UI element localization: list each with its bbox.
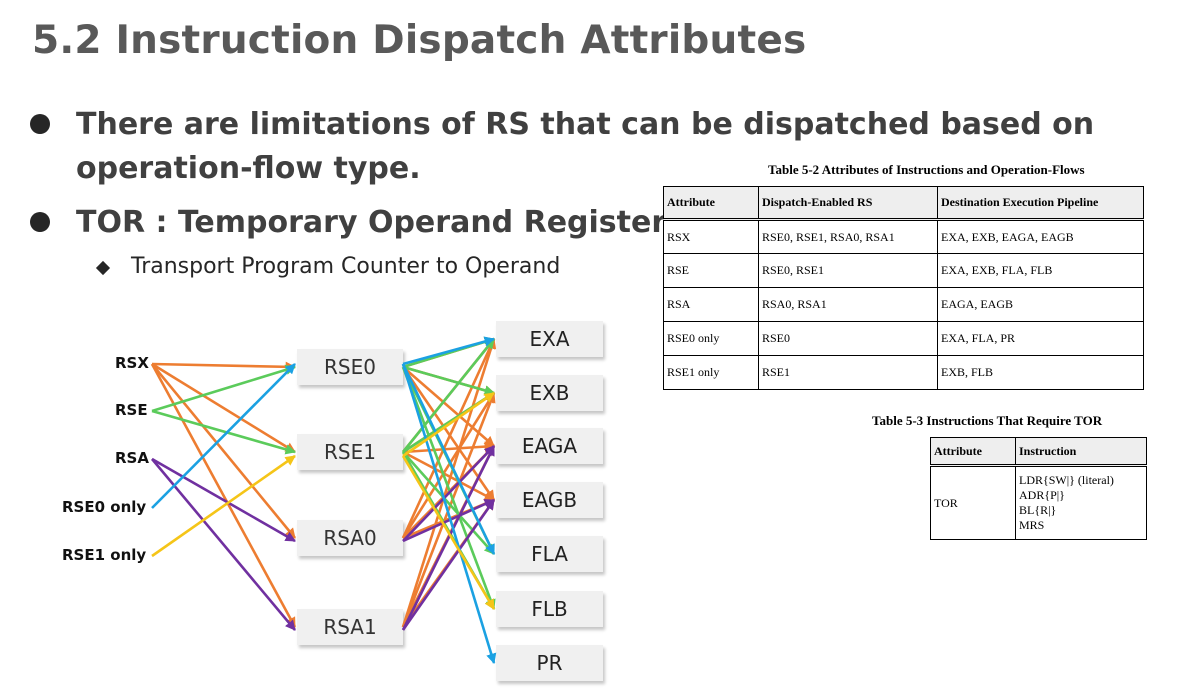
station-rsa1: RSA1: [297, 609, 403, 645]
arrow-rsx-to-rse0: [151, 361, 297, 373]
pipeline-fla: FLA: [496, 536, 603, 572]
table-cell: RSE0: [758, 321, 938, 356]
arrow-rse0-only-to-rse0: [151, 363, 296, 509]
table-cell: RSE1: [758, 355, 938, 390]
arrow-rse1-to-fla: [402, 451, 495, 555]
instruction-item: BL{R|}: [1019, 503, 1057, 517]
arrow-rsa0-to-eaga: [402, 445, 495, 542]
arrow-rse1-to-eagb: [402, 450, 495, 502]
arrow-rse0-to-exb: [402, 365, 495, 396]
table-cell: RSE0, RSE1, RSA0, RSA1: [758, 219, 938, 254]
pipeline-eaga: EAGA: [496, 428, 603, 464]
sub-bullet-transport-pc: Transport Program Counter to Operand: [95, 254, 561, 279]
page-title: 5.2 Instruction Dispatch Attributes: [32, 18, 807, 63]
table-header: Destination Execution Pipeline: [937, 186, 1144, 221]
table-header: Attribute: [663, 186, 759, 221]
table-row: RSA RSA0, RSA1 EAGA, EAGB: [663, 287, 1144, 322]
sub-bullet-text: Transport Program Counter to Operand: [131, 254, 561, 279]
table-cell: RSE: [663, 253, 759, 288]
arrow-rse1-to-flb: [401, 455, 496, 610]
arrow-rsa-to-rsa0: [151, 457, 296, 543]
bullet-text: TOR : Temporary Operand Register: [76, 205, 667, 240]
arrow-rsa1-to-eaga: [401, 445, 496, 631]
table-5-3-caption: Table 5-3 Instructions That Require TOR: [872, 413, 1103, 428]
table-row: RSX RSE0, RSE1, RSA0, RSA1 EXA, EXB, EAG…: [663, 219, 1144, 254]
table-cell: LDR{SW|} (literal) ADR{P|} BL{R|} MRS: [1015, 465, 1147, 540]
instruction-item: MRS: [1019, 518, 1045, 532]
bullet-tor: TOR : Temporary Operand Register: [30, 201, 667, 245]
pipeline-eagb: EAGB: [496, 482, 603, 518]
station-rsa0: RSA0: [297, 520, 403, 556]
source-rse: RSE: [115, 401, 148, 419]
table-cell: RSE0 only: [663, 321, 759, 356]
arrow-rse1-to-exb: [402, 391, 495, 458]
table-cell: RSA0, RSA1: [758, 287, 938, 322]
source-rsa: RSA: [115, 449, 149, 467]
source-rse0-only: RSE0 only: [62, 498, 147, 516]
arrow-rse0-to-exa: [402, 336, 496, 366]
pipeline-exb: EXB: [496, 375, 603, 411]
arrow-rsx-to-rsa1: [150, 363, 297, 628]
table-cell: EXA, EXB, FLA, FLB: [937, 253, 1144, 288]
arrow-rse1-to-eaga: [402, 441, 496, 454]
station-rse1: RSE1: [297, 434, 403, 470]
pipeline-flb: FLB: [496, 591, 603, 627]
table-5-2: Attribute Dispatch-Enabled RS Destinatio…: [663, 186, 1144, 390]
arrow-rsa1-to-exa: [401, 338, 497, 628]
table-row: RSE0 only RSE0 EXA, FLA, PR: [663, 321, 1144, 356]
instruction-item: ADR{P|}: [1019, 488, 1065, 502]
instruction-item: LDR{SW|} (literal): [1019, 473, 1114, 487]
station-rse0: RSE0: [297, 349, 403, 385]
arrow-rsx-to-rsa0: [150, 363, 297, 539]
arrow-rse0-to-pr: [401, 363, 497, 664]
table-cell: EXB, FLB: [937, 355, 1144, 390]
arrow-rsx-to-rse1: [151, 362, 296, 454]
table-5-3: Attribute Instruction TOR LDR{SW|} (lite…: [930, 437, 1147, 540]
arrow-rse1-only-to-rse1: [151, 454, 296, 558]
arrow-rse-to-rse1: [151, 409, 296, 455]
arrow-rse-to-rse0: [151, 364, 296, 413]
arrow-rsa0-to-exb: [401, 392, 496, 539]
bullet-dot-icon: [30, 114, 50, 134]
table-cell: RSE0, RSE1: [758, 253, 938, 288]
pipeline-pr: PR: [496, 645, 603, 681]
arrow-rse0-to-flb: [401, 366, 496, 610]
source-rsx: RSX: [115, 354, 149, 372]
arrow-rsa0-to-exa: [401, 338, 496, 539]
table-cell: EAGA, EAGB: [937, 287, 1144, 322]
table-cell: TOR: [930, 465, 1016, 540]
source-rse1-only: RSE1 only: [62, 546, 147, 564]
arrow-rse0-to-fla: [401, 363, 496, 555]
table-5-2-caption: Table 5-2 Attributes of Instructions and…: [768, 162, 1085, 177]
bullet-rs-limitations: There are limitations of RS that can be …: [30, 103, 1176, 191]
table-cell: EXA, FLA, PR: [937, 321, 1144, 356]
bullet-text: There are limitations of RS that can be …: [76, 107, 1095, 186]
bullet-dot-icon: [30, 212, 50, 232]
table-row: TOR LDR{SW|} (literal) ADR{P|} BL{R|} MR…: [930, 465, 1147, 540]
table-header: Dispatch-Enabled RS: [758, 186, 938, 221]
arrow-rsa0-to-eagb: [402, 498, 495, 543]
table-row: RSE RSE0, RSE1 EXA, EXB, FLA, FLB: [663, 253, 1144, 288]
pipeline-exa: EXA: [496, 321, 603, 357]
arrow-rse1-to-exa: [401, 338, 496, 453]
table-header: Instruction: [1015, 437, 1147, 467]
arrow-rsa-to-rsa1: [151, 458, 296, 631]
table-row: RSE1 only RSE1 EXB, FLB: [663, 355, 1144, 390]
